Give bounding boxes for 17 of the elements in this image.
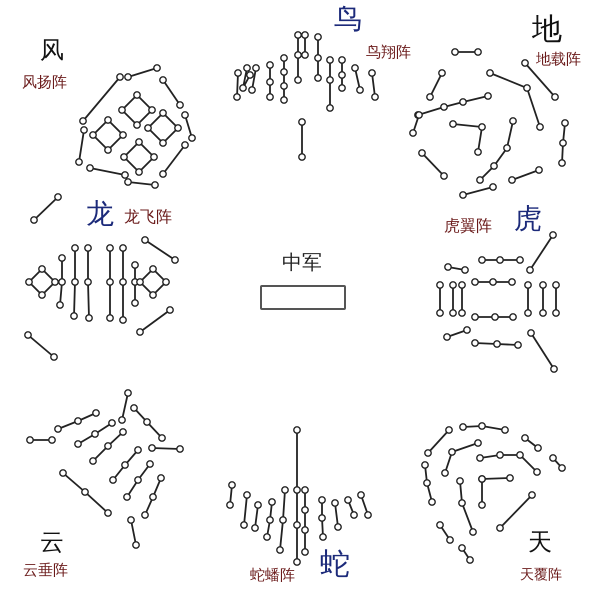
formation-name: 蛇蟠阵 — [250, 568, 295, 583]
box-heading: 中军 — [281, 252, 323, 272]
formation-name: 天覆阵 — [520, 568, 562, 582]
formation-glyph: 龙 — [86, 200, 114, 228]
formation-glyph: 鸟 — [334, 5, 362, 33]
formation-glyph: 虎 — [514, 205, 542, 233]
formation-glyph: 地 — [532, 15, 562, 45]
formation-name: 龙飞阵 — [124, 209, 172, 225]
formation-name: 风扬阵 — [22, 75, 67, 90]
formation-name: 云垂阵 — [23, 563, 68, 578]
formation-glyph: 云 — [40, 530, 64, 554]
formation-name: 虎翼阵 — [444, 218, 492, 234]
formation-glyph: 天 — [528, 530, 552, 554]
formation-name: 地载阵 — [536, 52, 581, 67]
formation-glyph: 蛇 — [320, 550, 350, 580]
formation-name: 鸟翔阵 — [366, 45, 411, 60]
formation-glyph: 风 — [40, 38, 64, 62]
